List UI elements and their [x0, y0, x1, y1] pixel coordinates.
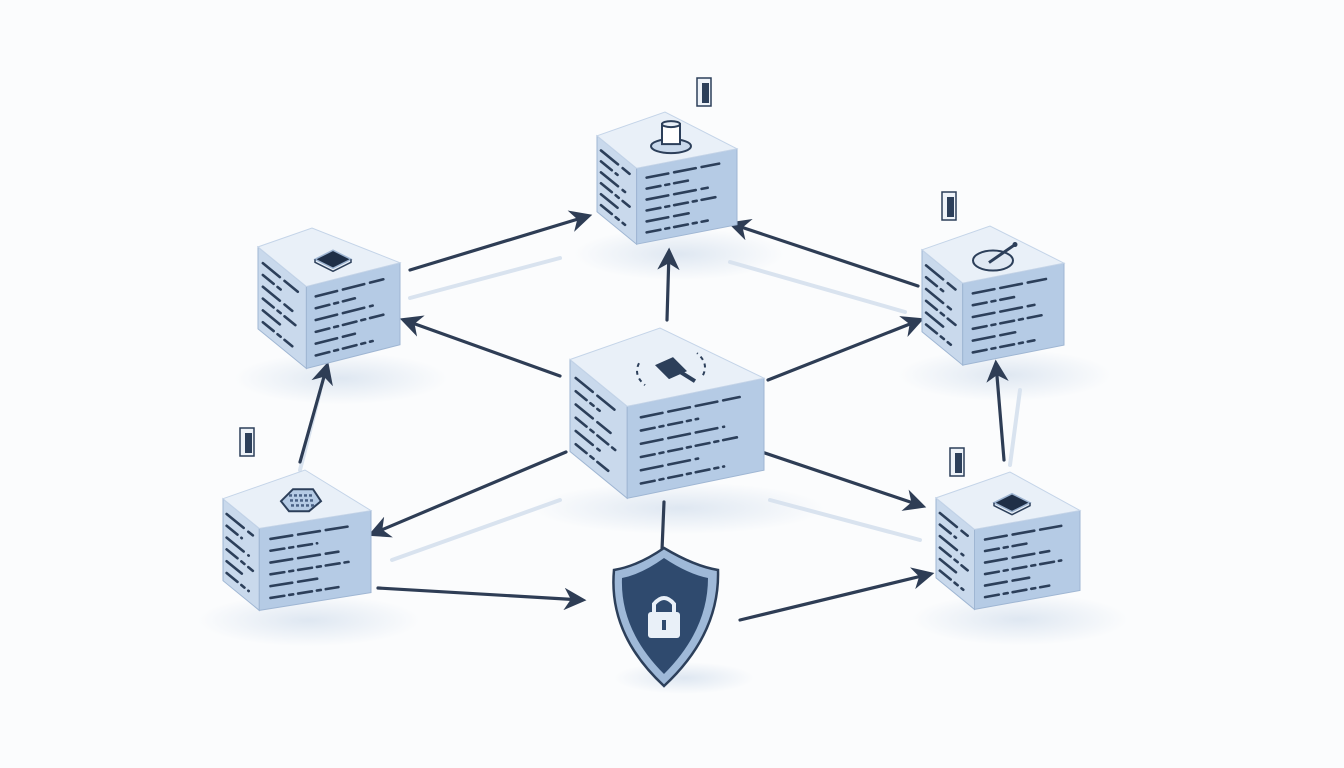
node-left-text-lines	[938, 511, 969, 592]
floating-token-icon	[239, 427, 255, 457]
floor-guide-line	[390, 498, 562, 562]
arrow-center-to-upper-left	[399, 315, 562, 378]
arrow-lower-left-to-security	[376, 586, 587, 611]
floor-guide-line	[1008, 388, 1022, 467]
server-node-center[interactable]	[568, 327, 766, 500]
arrow-upper-right-to-top	[727, 219, 920, 288]
floor-shadow	[533, 482, 825, 535]
floor-shadow	[234, 352, 448, 405]
server-node-upper-left[interactable]	[256, 227, 402, 370]
database-icon	[650, 120, 692, 155]
arrow-upper-left-to-top	[408, 210, 593, 272]
node-left-text-lines	[261, 261, 300, 348]
arrow-center-to-upper-right	[766, 316, 925, 382]
floating-token-icon	[941, 191, 957, 221]
arrow-security-to-lower-right	[738, 567, 935, 622]
floor-guide-line	[768, 498, 922, 542]
node-right-text-lines	[645, 162, 721, 234]
node-left-text-lines	[574, 376, 619, 474]
security-node	[612, 546, 754, 694]
floor-shadow	[912, 593, 1128, 646]
node-right-text-lines	[269, 524, 353, 600]
server-node-upper-right[interactable]	[920, 225, 1066, 367]
floor-guide-line	[728, 260, 907, 314]
keyboard-icon	[279, 488, 323, 513]
node-right-text-lines	[639, 395, 741, 485]
connection-arrows	[298, 210, 1009, 622]
server-node-lower-right[interactable]	[934, 471, 1082, 611]
floor-guide-line	[408, 256, 562, 300]
arrow-security-to-center	[660, 500, 666, 552]
shield-lock-icon[interactable]	[612, 546, 720, 688]
satellite-dish-icon	[972, 242, 1018, 272]
arrow-center-to-top	[657, 247, 680, 322]
chip-icon	[313, 249, 353, 273]
arrow-lower-right-to-upper-right	[986, 359, 1009, 462]
pipeline-valve-icon	[636, 352, 706, 386]
floating-token-icon	[696, 77, 712, 107]
node-left-text-lines	[225, 512, 255, 593]
server-node-lower-left[interactable]	[221, 469, 373, 612]
node-right-text-lines	[983, 524, 1063, 599]
node-right-text-lines	[971, 277, 1048, 354]
arrow-center-to-lower-left	[367, 450, 568, 538]
node-right-text-lines	[314, 277, 385, 357]
node-left-text-lines	[599, 149, 631, 227]
server-node-top[interactable]	[595, 111, 739, 246]
server-nodes	[221, 77, 1082, 612]
chip-icon	[992, 492, 1032, 516]
floating-token-icon	[949, 447, 965, 477]
arrow-center-to-lower-right	[760, 450, 927, 511]
node-left-text-lines	[924, 264, 957, 347]
shield-shadow	[614, 662, 754, 694]
floor-guides	[298, 256, 1022, 562]
arrow-lower-left-to-upper-left	[298, 361, 333, 464]
floor-shadow	[198, 594, 420, 647]
